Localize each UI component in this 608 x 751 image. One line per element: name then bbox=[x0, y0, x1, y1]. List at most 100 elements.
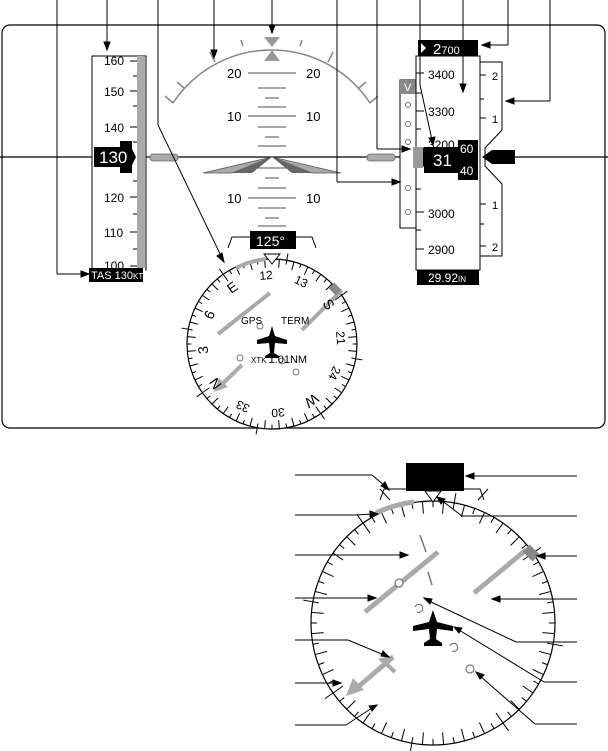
altitude-tick-3300: 3300 bbox=[428, 105, 455, 119]
compass-tick bbox=[323, 405, 328, 410]
pitch-label-minus10-right: 10 bbox=[306, 191, 320, 206]
compass-tick bbox=[478, 512, 486, 524]
compass-tick bbox=[533, 561, 539, 566]
lubber-line bbox=[262, 253, 282, 265]
compass-tick bbox=[189, 363, 199, 367]
compass-tick bbox=[311, 611, 324, 614]
compass-outer-tick bbox=[355, 358, 363, 361]
compass-tick bbox=[341, 375, 350, 381]
heading-bug-arc bbox=[235, 257, 267, 270]
compass-tick bbox=[380, 512, 388, 524]
airspeed-readout-box bbox=[94, 141, 136, 173]
compass-tick bbox=[312, 601, 319, 604]
compass-tick bbox=[510, 700, 520, 710]
pitch-label-20-left: 20 bbox=[227, 66, 241, 81]
baro-box bbox=[417, 270, 479, 285]
vsi-scale bbox=[479, 61, 503, 257]
compass-tick bbox=[542, 611, 555, 614]
airspeed-current: 130 bbox=[99, 148, 127, 167]
compass-tick bbox=[332, 685, 344, 694]
altitude-trend-marker bbox=[413, 147, 423, 168]
baro-setting: 29.92IN bbox=[428, 271, 466, 285]
pitch-label-10-right: 10 bbox=[306, 109, 320, 124]
compass-tick bbox=[538, 650, 551, 656]
xtk-label: XTK bbox=[251, 356, 267, 365]
baro-value: 29.92 bbox=[428, 271, 458, 285]
compass-tick bbox=[542, 632, 555, 635]
compass-tick bbox=[390, 731, 394, 738]
compass-tick bbox=[322, 570, 334, 578]
tas-text: TAS 130KT bbox=[91, 270, 143, 282]
altitude-readout-box bbox=[414, 140, 478, 180]
xtk-value: 1.01NM bbox=[269, 354, 308, 366]
roll-pointer-top bbox=[264, 37, 280, 47]
altitude-tick-2900: 2900 bbox=[428, 243, 455, 257]
top-callouts bbox=[56, 0, 551, 278]
compass-tick bbox=[206, 395, 211, 400]
compass-tick bbox=[211, 283, 219, 291]
compass-tick bbox=[315, 274, 322, 282]
compass-tick bbox=[490, 723, 495, 729]
compass-tick bbox=[318, 662, 325, 666]
compass-tick bbox=[303, 266, 309, 275]
compass-tick bbox=[206, 288, 211, 293]
compass-tick bbox=[380, 722, 388, 734]
compass-tick bbox=[510, 536, 520, 546]
vsi-tick-up-2: 2 bbox=[492, 71, 498, 83]
compass-tick bbox=[495, 522, 504, 534]
compass-tick bbox=[347, 314, 353, 317]
airspeed-tick-140: 140 bbox=[104, 121, 124, 135]
compass-outer-tick bbox=[218, 268, 224, 275]
vsi-tick-down-1: 1 bbox=[492, 200, 498, 212]
vsi-pointer bbox=[482, 150, 515, 164]
compass-tick bbox=[216, 278, 221, 283]
compass-tick bbox=[354, 711, 359, 717]
compass-outer-tick bbox=[453, 493, 457, 503]
compass-tick bbox=[339, 544, 345, 549]
compass-tick bbox=[522, 685, 534, 694]
compass-tick bbox=[332, 552, 344, 561]
compass-tick bbox=[315, 406, 322, 414]
compass-tick bbox=[333, 395, 338, 400]
vnav-flag-box bbox=[400, 80, 416, 94]
vnav-circles bbox=[405, 102, 411, 215]
compass-label-30: 30 bbox=[270, 405, 285, 420]
compass-tick bbox=[547, 601, 554, 604]
tas-unit: KT bbox=[133, 272, 143, 281]
compass-tick bbox=[229, 270, 233, 275]
compass-outer-tick bbox=[502, 722, 509, 732]
compass-outer-tick bbox=[324, 692, 334, 699]
airspeed-tick-120: 120 bbox=[104, 191, 124, 205]
compass-tick bbox=[325, 397, 333, 405]
ownship-aircraft-icon-detail bbox=[413, 610, 453, 646]
nav-mode: TERM bbox=[281, 316, 309, 327]
compass-tick bbox=[285, 423, 288, 428]
compass-tick bbox=[278, 259, 280, 268]
compass-tick bbox=[249, 417, 253, 427]
compass-tick bbox=[222, 274, 229, 282]
compass-outer-tick bbox=[357, 514, 364, 524]
compass-tick bbox=[194, 307, 203, 313]
compass-tick bbox=[351, 357, 356, 360]
hsi-detail bbox=[303, 463, 563, 751]
airspeed-tick-150: 150 bbox=[104, 85, 124, 99]
airspeed-tick-160: 160 bbox=[104, 54, 124, 68]
compass-tick bbox=[421, 732, 424, 745]
compass-tick bbox=[191, 371, 197, 374]
tas-label: TAS 130 bbox=[91, 270, 133, 282]
compass-tick bbox=[323, 278, 328, 283]
compass-tick bbox=[334, 387, 342, 394]
compass-tick bbox=[362, 522, 371, 534]
vsi-ticks bbox=[480, 74, 486, 247]
compass-tick bbox=[452, 502, 455, 509]
compass-outer-tick bbox=[286, 253, 289, 261]
compass-tick bbox=[472, 508, 476, 515]
compass-label-24: 24 bbox=[325, 364, 343, 382]
compass-outer-tick bbox=[320, 413, 326, 420]
compass-tick bbox=[334, 294, 342, 301]
compass-tick bbox=[188, 328, 193, 331]
altitude-current-big: 31 bbox=[433, 151, 452, 170]
compass-tick bbox=[299, 263, 302, 269]
baro-unit: IN bbox=[458, 275, 466, 284]
bearing-pointer-detail bbox=[472, 548, 528, 595]
